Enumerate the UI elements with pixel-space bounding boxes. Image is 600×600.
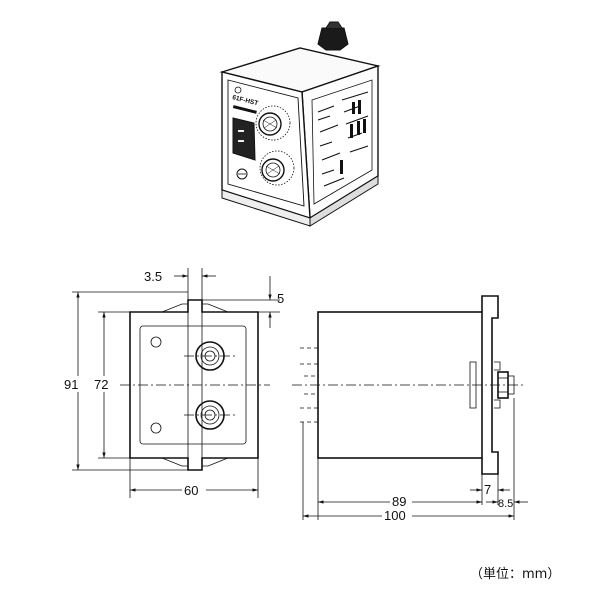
side-dimensions: 89 7 8.5 100 (302, 398, 528, 523)
dim-overall-depth: 100 (384, 508, 406, 523)
dim-slot-depth: 5 (277, 291, 284, 306)
dim-terminal-length: 7 (484, 482, 491, 497)
dim-slot-width: 3.5 (144, 269, 162, 284)
product-illustration: 61F-HST (219, 21, 381, 227)
front-view (120, 299, 270, 471)
dim-body-width: 60 (184, 483, 198, 498)
side-view (292, 295, 526, 475)
dim-overall-height: 91 (64, 377, 78, 392)
dim-socket-length: 8.5 (498, 498, 513, 510)
dim-body-height: 72 (94, 377, 108, 392)
dim-body-depth: 89 (392, 494, 406, 509)
front-dimensions: 3.5 5 91 72 60 (60, 268, 284, 498)
unit-label: （単位：mm） (470, 566, 560, 582)
